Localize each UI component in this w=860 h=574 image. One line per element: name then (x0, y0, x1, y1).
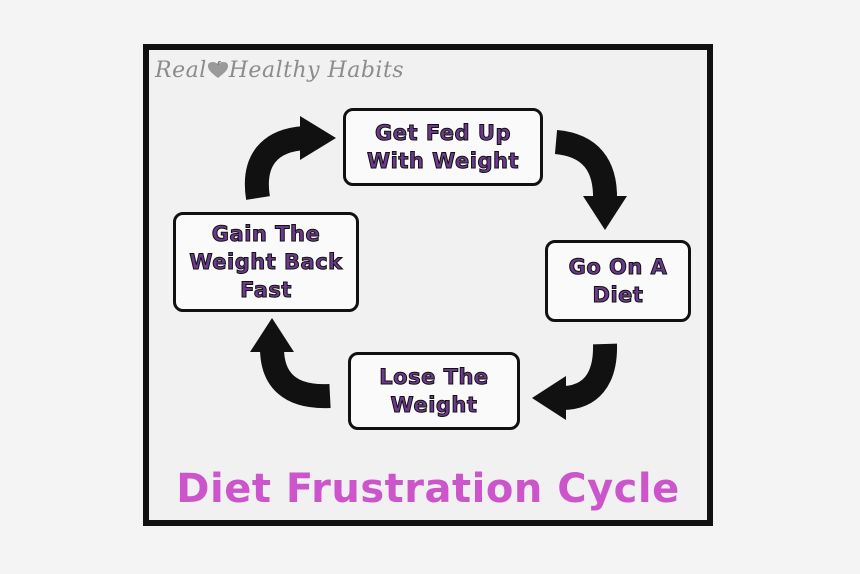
step-lose-weight: Lose The Weight (348, 352, 520, 430)
step-label: With Weight (366, 149, 520, 174)
brand-text-first: Real (155, 58, 207, 83)
step-label: Diet (592, 283, 644, 308)
step-label: Weight Back (189, 250, 343, 275)
step-get-fed-up: Get Fed Up With Weight (343, 108, 543, 186)
step-label: Lose The (379, 365, 489, 390)
step-label: Weight (390, 393, 478, 418)
step-label: Get Fed Up (374, 121, 511, 146)
diagram-caption: Diet Frustration Cycle (176, 466, 680, 512)
step-label: Gain The (211, 222, 321, 247)
step-gain-weight-back: Gain The Weight Back Fast (173, 212, 359, 312)
apple-heart-icon (207, 61, 228, 78)
brand-text-second: Healthy Habits (228, 58, 405, 83)
step-go-on-diet: Go On A Diet (545, 240, 691, 322)
step-label: Go On A (568, 255, 668, 280)
step-label: Fast (240, 278, 292, 303)
brand-logo: Real Healthy Habits (155, 58, 404, 83)
